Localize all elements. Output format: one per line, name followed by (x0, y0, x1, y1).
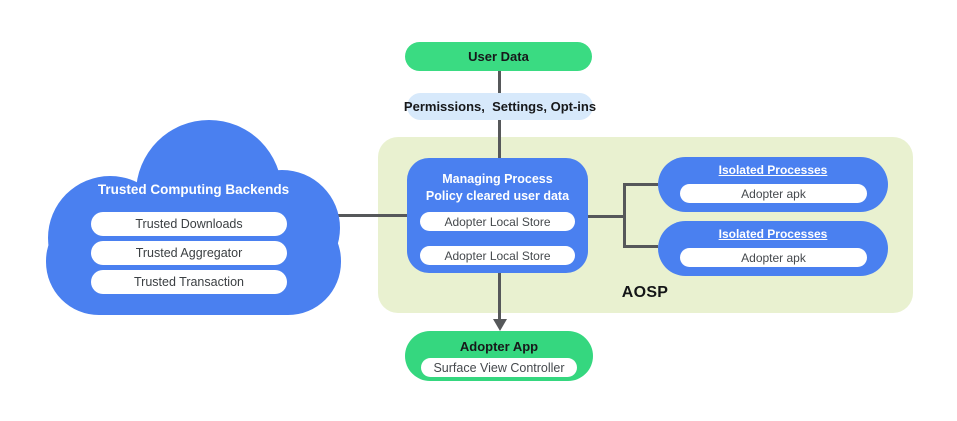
connector-permissions-managing (498, 120, 501, 160)
adopter-app-title: Adopter App (459, 339, 539, 354)
managing-process-node: Managing Process Policy cleared user dat… (407, 158, 588, 273)
adopter-local-store-label-1: Adopter Local Store (444, 214, 551, 229)
arrow-down-icon (492, 319, 507, 331)
isolated-processes-title-2: Isolated Processes (718, 227, 828, 241)
trusted-computing-backends-cloud: Trusted Computing Backends Trusted Downl… (46, 120, 341, 315)
connector-managing-branch (588, 215, 626, 218)
connector-branch-vertical (623, 183, 626, 248)
permissions-node: Permissions, Settings, Opt-ins (403, 93, 597, 120)
connector-branch-isolated-1 (623, 183, 658, 186)
trusted-downloads-label: Trusted Downloads (135, 217, 243, 231)
user-data-node: User Data (405, 42, 592, 71)
connector-branch-isolated-2 (623, 245, 658, 248)
adopter-app-node: Adopter App Surface View Controller (405, 331, 593, 381)
trusted-aggregator-pill: Trusted Aggregator (91, 241, 287, 265)
managing-title-line1: Managing Process (442, 172, 553, 186)
trusted-downloads-pill: Trusted Downloads (91, 212, 287, 236)
trusted-aggregator-label: Trusted Aggregator (135, 246, 243, 260)
adopter-apk-label-2: Adopter apk (741, 250, 806, 265)
surface-view-controller-pill: Surface View Controller (421, 358, 577, 377)
connector-managing-adopterapp (498, 273, 501, 319)
surface-view-controller-label: Surface View Controller (433, 360, 565, 375)
managing-title-line2: Policy cleared user data (425, 188, 570, 203)
managing-process-title: Managing Process Policy cleared user dat… (407, 171, 588, 205)
adopter-apk-pill-1: Adopter apk (680, 184, 867, 203)
cloud-title: Trusted Computing Backends (97, 182, 290, 197)
adopter-local-store-pill-1: Adopter Local Store (420, 212, 575, 231)
isolated-processes-node-1: Isolated Processes Adopter apk (658, 157, 888, 212)
trusted-transaction-pill: Trusted Transaction (91, 270, 287, 294)
adopter-local-store-label-2: Adopter Local Store (444, 248, 551, 263)
trusted-transaction-label: Trusted Transaction (133, 275, 244, 289)
connector-userdata-permissions (498, 71, 501, 94)
adopter-local-store-pill-2: Adopter Local Store (420, 246, 575, 265)
connector-cloud-managing (325, 214, 408, 217)
adopter-apk-pill-2: Adopter apk (680, 248, 867, 267)
aosp-label: AOSP (621, 284, 669, 301)
adopter-apk-label-1: Adopter apk (741, 186, 806, 201)
isolated-processes-node-2: Isolated Processes Adopter apk (658, 221, 888, 276)
user-data-label: User Data (468, 49, 529, 64)
isolated-processes-title-1: Isolated Processes (718, 163, 828, 177)
permissions-label: Permissions, Settings, Opt-ins (403, 99, 597, 114)
